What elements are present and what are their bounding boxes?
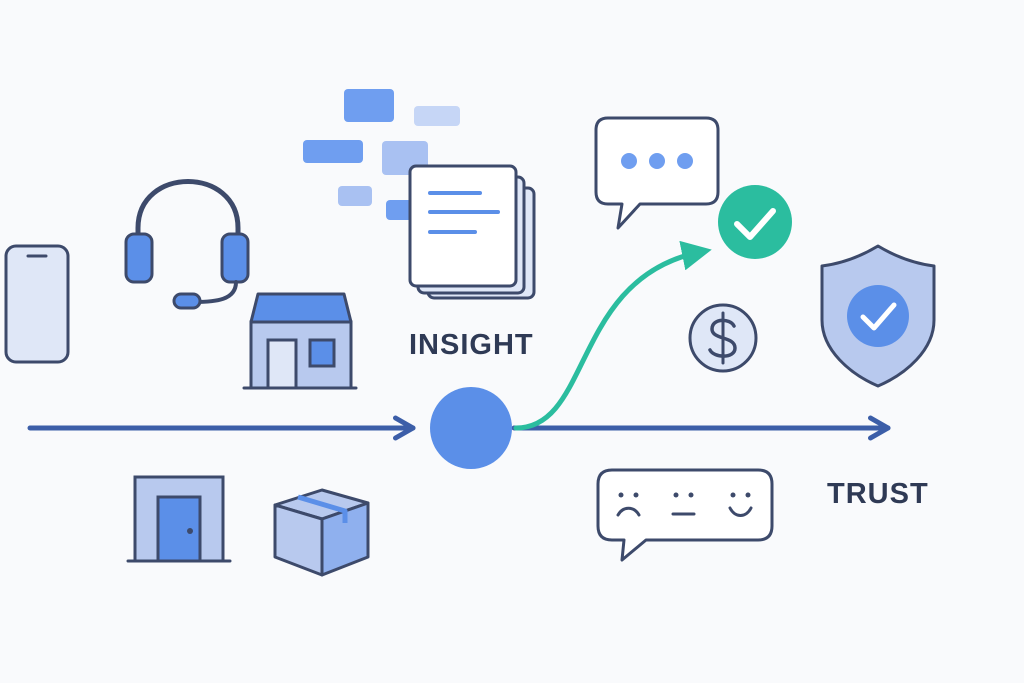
check-circle-icon xyxy=(718,185,792,259)
document-stack-icon xyxy=(408,164,536,300)
hub-circle-icon xyxy=(430,387,512,469)
insight-label: INSIGHT xyxy=(409,329,534,361)
sentiment-feedback-icon xyxy=(596,468,774,562)
chat-bubble-ellipsis-icon xyxy=(594,116,720,230)
package-box-icon xyxy=(273,488,370,577)
growth-arrow xyxy=(513,240,712,431)
trust-label: TRUST xyxy=(827,478,929,510)
neutral-face-icon xyxy=(671,492,696,516)
smartphone-icon xyxy=(4,244,70,364)
headset-icon xyxy=(124,179,250,310)
storefront-icon xyxy=(242,292,358,390)
dollar-coin-icon xyxy=(688,303,758,373)
happy-face-icon xyxy=(728,492,753,517)
door-icon xyxy=(126,475,232,563)
sad-face-icon xyxy=(616,492,641,517)
shield-check-icon xyxy=(820,244,936,388)
